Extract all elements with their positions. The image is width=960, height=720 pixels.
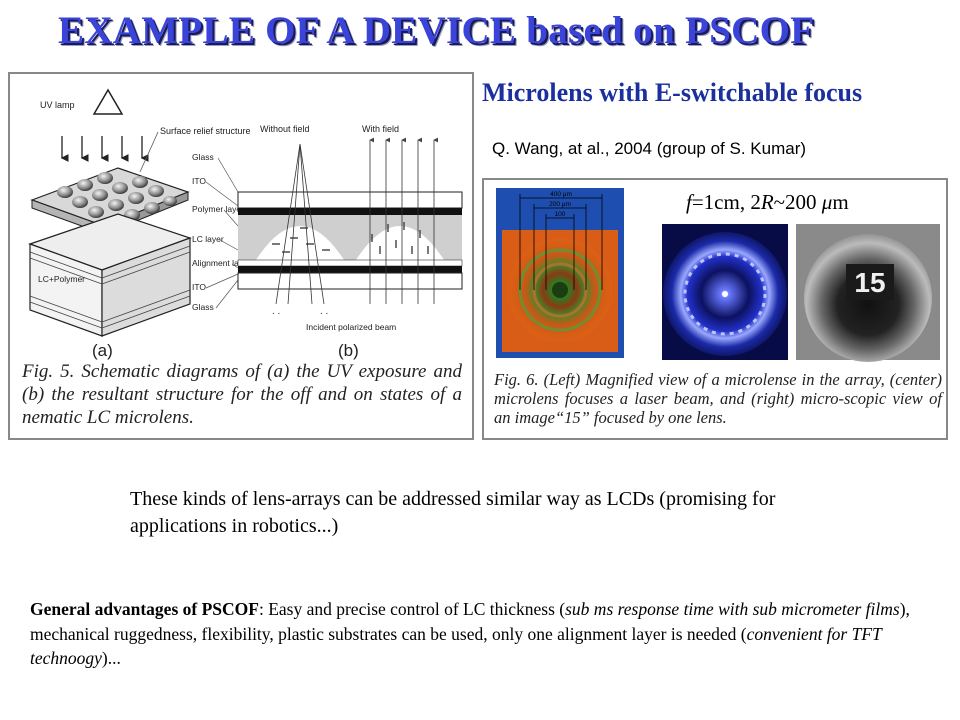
label-panel-a: (a) <box>92 341 113 360</box>
label-alignment-layer: Alignment layer <box>192 258 251 268</box>
dim-400: 400 μm <box>550 191 572 198</box>
label-polymer-layer: Polymer layer <box>192 204 244 214</box>
slide-subtitle: Microlens with E-switchable focus <box>482 78 863 107</box>
citation: Q. Wang, at al., 2004 (group of S. Kumar… <box>492 139 807 158</box>
microlens-domes <box>57 172 177 221</box>
advantages-italic-2: convenient for TFT technoogy <box>30 623 882 669</box>
label-ito-top: ITO <box>192 176 206 186</box>
label-glass-bottom: Glass <box>192 302 214 312</box>
param-eq1: =1cm, 2 <box>691 190 761 214</box>
label-uv-lamp: UV lamp <box>40 100 75 110</box>
image-15-micrograph: 15 <box>796 224 940 362</box>
uv-arrows <box>60 136 149 162</box>
focal-length-parameter: f=1cm, 2R~200 μm <box>686 190 849 215</box>
micrograph-images: 400 μm 200 μm 100 15 <box>496 188 940 362</box>
figure-micrographs: 400 μm 200 μm 100 15 Fig. 6. (Left) Magn… <box>482 178 948 440</box>
advantages-text-2: ), mechanical ruggedness, flexibility, p… <box>30 599 910 644</box>
label-without-field: Without field <box>260 124 310 134</box>
uv-lamp-icon <box>92 88 124 115</box>
param-eq2: ~200 <box>773 190 822 214</box>
param-r: R <box>760 190 774 214</box>
label-panel-b: (b) <box>338 341 359 360</box>
advantages-text-3: )... <box>101 648 121 668</box>
figure-5-caption: Fig. 5. Schematic diagrams of (a) the UV… <box>22 361 462 428</box>
figure-schematic: UV lamp Surface relief structure <box>8 72 474 440</box>
svg-text:. .: . . <box>320 306 328 317</box>
svg-text:. .: . . <box>272 306 280 317</box>
param-f: f <box>686 190 692 214</box>
microlens-micrograph: 400 μm 200 μm 100 <box>496 188 624 358</box>
rays-with-field <box>369 137 438 304</box>
figure-6-caption: Fig. 6. (Left) Magnified view of a micro… <box>494 370 942 427</box>
cross-section <box>237 191 463 290</box>
advantages-text-1: : Easy and precise control of LC thickne… <box>258 599 566 619</box>
label-incident-beam: Incident polarized beam <box>306 322 396 332</box>
lens-array-note: These kinds of lens-arrays can be addres… <box>130 488 776 537</box>
param-mu: μ <box>821 190 833 214</box>
rays-without-field <box>275 143 325 305</box>
schematic-diagram: UV lamp Surface relief structure <box>28 88 463 360</box>
laser-focus-image <box>662 224 788 360</box>
label-ito-bottom: ITO <box>192 282 206 292</box>
advantages-heading: General advantages of PSCOF <box>30 599 259 619</box>
dim-200: 200 μm <box>549 201 571 208</box>
label-lc-polymer: LC+Polymer <box>38 274 85 284</box>
image-number: 15 <box>854 267 885 298</box>
slide-title: EXAMPLE OF A DEVICE based on PSCOF <box>58 9 815 52</box>
param-unit: m <box>832 190 849 214</box>
label-lc-layer: LC layer <box>192 234 224 244</box>
advantages-italic-1: sub ms response time with sub micrometer… <box>565 599 900 619</box>
label-glass-top: Glass <box>192 152 214 162</box>
advantages-paragraph: General advantages of PSCOF: Easy and pr… <box>30 597 930 671</box>
label-with-field: With field <box>362 124 399 134</box>
label-surface-relief: Surface relief structure <box>160 126 251 136</box>
dim-100: 100 <box>555 211 566 218</box>
